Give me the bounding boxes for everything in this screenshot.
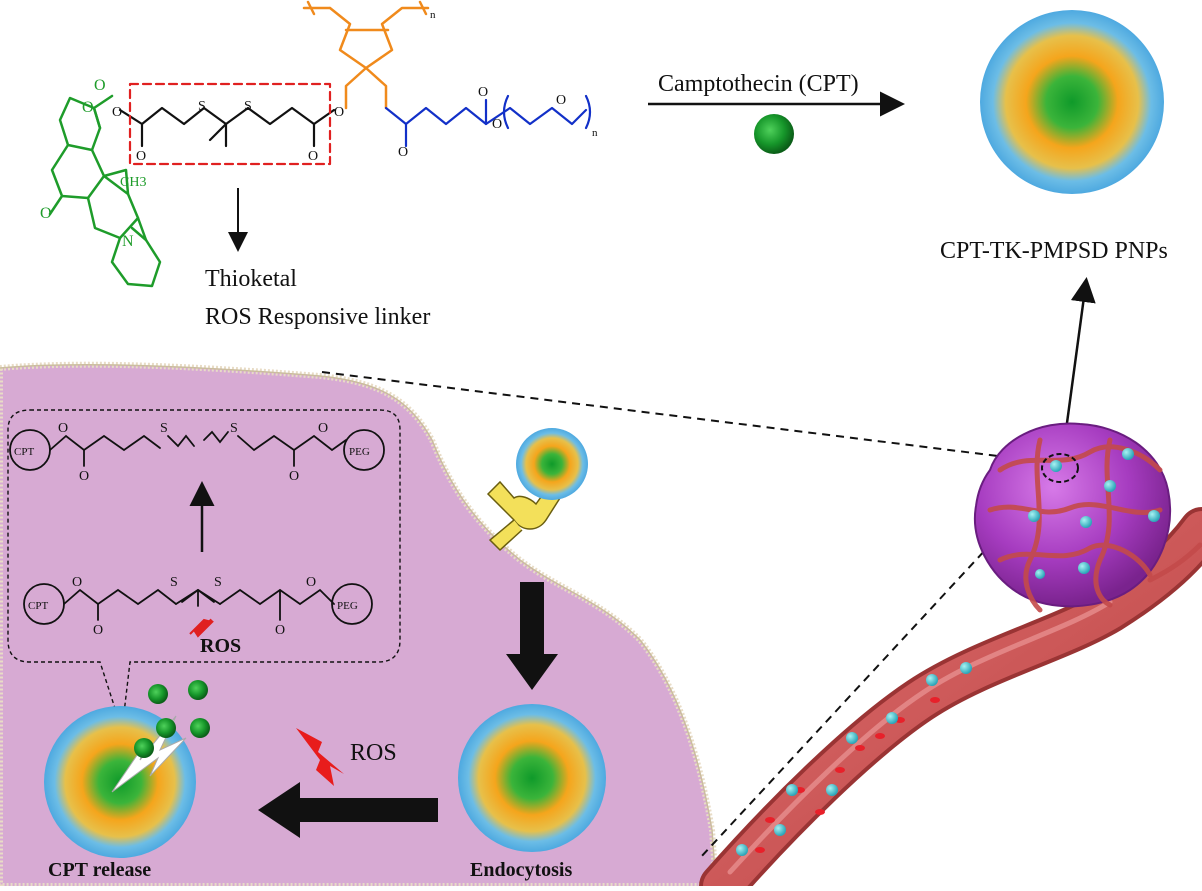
chem-o-blue-3: O [492,117,502,132]
s-label-bottom-right: S [214,575,222,590]
camptothecin-label: Camptothecin (CPT) [658,71,859,97]
chem-s-right: S [244,99,252,114]
o-carbonyl-top-right: O [289,469,299,484]
o-label-top-left: O [58,421,68,436]
peg-arm [384,94,592,148]
s-label-bottom-left: S [170,575,178,590]
thioketal-highlight-box [128,82,332,166]
ros-label-small: ROS [200,635,241,657]
tumor [973,422,1202,613]
chem-subscript-n-top: n [430,9,436,21]
thioketal-label: Thioketal [205,266,297,292]
ros-release-arrow [258,782,438,838]
o-carbonyl-top-left: O [79,469,89,484]
thioketal-linker-structure [118,106,336,148]
o-carbonyl-bottom-right: O [275,623,285,638]
chem-s-left: S [198,99,206,114]
o-label-bottom-right: O [306,575,316,590]
s-label-top-right: S [230,421,238,436]
internalized-nanoparticle [458,704,606,852]
o-carbonyl-bottom-left: O [93,623,103,638]
nanoparticle-label: CPT-TK-PMPSD PNPs [940,238,1168,264]
zoom-line-top [321,371,1047,463]
ros-bolt [296,728,344,786]
chem-o-ketone: O [40,205,52,222]
cpt-label-top: CPT [14,446,34,458]
tumor-zoom-circle [1041,453,1079,483]
polymer-structure: O O O N CH3 S S O O O O [40,0,598,288]
nanoparticle-large [980,10,1164,194]
polymer-backbone [302,0,430,110]
intact-structure [23,583,373,625]
peg-label-top: PEG [349,446,370,458]
o-label-bottom-left: O [72,575,82,590]
chem-o-blue-4: O [556,93,566,108]
mechanism-callout-box [7,409,401,731]
s-label-top-left: S [160,421,168,436]
released-drug-molecules [134,680,210,758]
chem-o-ester-right: O [334,105,344,120]
chem-o-blue-1: O [398,145,408,160]
incoming-nanoparticle [516,428,588,500]
chem-o-left: O [136,149,146,164]
chem-ch3: CH3 [120,175,146,190]
cleaved-structure [9,429,385,471]
chem-o-right: O [308,149,318,164]
chem-o-ester: O [112,105,122,120]
cpt-label-bottom: CPT [28,600,48,612]
chem-o-carbonyl: O [94,77,106,94]
chem-subscript-n-peg: n [592,127,598,139]
cpt-release-label: CPT release [48,859,151,881]
camptothecin-moiety [48,94,162,288]
circulating-nanoparticles [736,662,972,856]
o-label-top-right: O [318,421,328,436]
chem-o-blue-2: O [478,85,488,100]
chem-o-lactone: O [82,99,94,116]
cpt-drug-sphere [754,114,794,154]
ros-label-large: ROS [350,740,397,766]
chem-n-ring: N [122,233,134,250]
endocytosis-arrow [506,582,558,690]
ros-linker-label: ROS Responsive linker [205,304,430,330]
peg-label-bottom: PEG [337,600,358,612]
endocytosis-label: Endocytosis [470,859,572,881]
